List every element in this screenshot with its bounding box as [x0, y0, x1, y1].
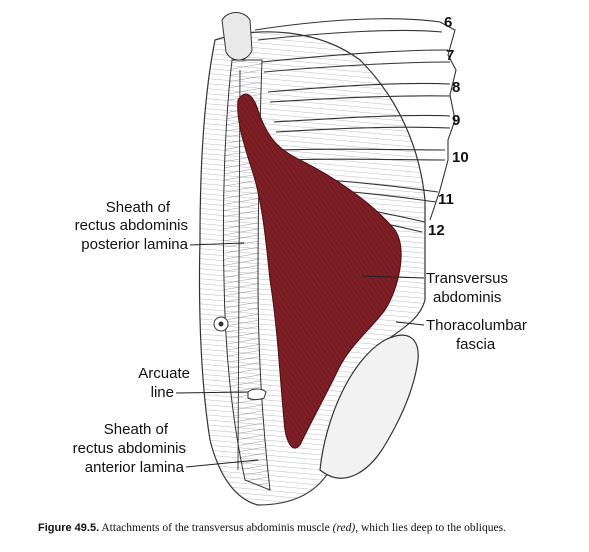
figure-label: Figure 49.5.: [38, 522, 100, 534]
svg-text:fascia: fascia: [456, 336, 496, 353]
arcuate-line-mark: [247, 388, 267, 400]
rib-number-6: 6: [444, 14, 452, 31]
label-transversus-abdominis: Transversus abdominis: [361, 270, 508, 306]
svg-text:Thoracolumbar: Thoracolumbar: [426, 317, 527, 334]
rib-number-7: 7: [446, 47, 454, 64]
caption-italic: (red): [332, 522, 356, 534]
caption-text: Attachments of the transversus abdominis…: [99, 522, 333, 534]
svg-text:anterior lamina: anterior lamina: [85, 459, 185, 476]
svg-text:abdominis: abdominis: [433, 289, 501, 306]
rib-number-11: 11: [438, 191, 454, 208]
label-thoracolumbar-fascia: Thoracolumbar fascia: [395, 317, 527, 353]
svg-text:Sheath of: Sheath of: [104, 421, 169, 438]
svg-text:rectus abdominis: rectus abdominis: [75, 217, 188, 234]
umbilicus: [213, 316, 229, 332]
rib-number-8: 8: [452, 79, 460, 96]
svg-text:Transversus: Transversus: [426, 270, 508, 287]
svg-text:line: line: [151, 384, 174, 401]
caption-text-end: , which lies deep to the obliques.: [355, 522, 506, 534]
label-sheath-posterior-lamina: Sheath of rectus abdominis posterior lam…: [75, 199, 245, 253]
rib-cage: [254, 18, 457, 233]
sternum: [221, 12, 253, 61]
rib-number-9: 9: [452, 112, 460, 129]
rib-number-10: 10: [452, 149, 469, 166]
iliac-crest: [319, 334, 419, 479]
svg-text:rectus abdominis: rectus abdominis: [73, 440, 186, 457]
rib-number-12: 12: [428, 222, 445, 239]
figure-caption: Figure 49.5. Attachments of the transver…: [38, 522, 586, 534]
svg-text:Sheath of: Sheath of: [106, 199, 171, 216]
transversus-abdominis-muscle: [237, 93, 402, 449]
svg-text:Arcuate: Arcuate: [138, 365, 190, 382]
label-sheath-anterior-lamina: Sheath of rectus abdominis anterior lami…: [73, 421, 259, 476]
svg-text:posterior lamina: posterior lamina: [81, 236, 188, 253]
label-arcuate-line: Arcuate line: [138, 365, 249, 401]
